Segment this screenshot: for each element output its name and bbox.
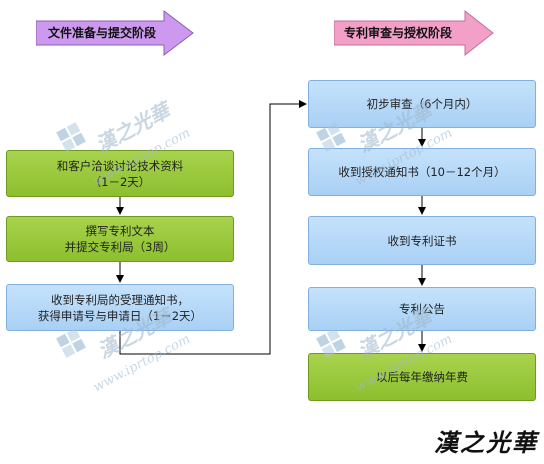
- step-draft-and-file-line1: 撰写专利文本: [85, 224, 155, 238]
- watermark-mark-icon: [316, 328, 346, 358]
- step-patent-certificate: 收到专利证书: [308, 216, 536, 265]
- watermark-mark-icon: [56, 122, 86, 152]
- arrow-phase-transition: [119, 100, 307, 355]
- left-phase-title: 文件准备与提交阶段: [48, 26, 157, 40]
- right-phase-banner: 专利审查与授权阶段: [334, 10, 494, 56]
- step-client-consultation: 和客户洽谈讨论技术资料 （1－2天）: [6, 150, 234, 197]
- step-annual-fees-line1: 以后每年缴纳年费: [376, 370, 468, 384]
- step-draft-and-file: 撰写专利文本 并提交专利局（3周）: [6, 216, 234, 262]
- step-preliminary-exam: 初步审查（6个月内）: [308, 80, 536, 128]
- watermark-mark-icon: [56, 328, 86, 358]
- step-patent-certificate-line1: 收到专利证书: [387, 233, 457, 248]
- left-phase-banner: 文件准备与提交阶段: [36, 10, 194, 56]
- step-filing-receipt: 收到专利局的受理通知书， 获得申请号与申请日（1－2天）: [6, 284, 234, 331]
- step-grant-notice-line1: 收到授权通知书（10－12个月）: [338, 165, 506, 179]
- step-client-consultation-line2: （1－2天）: [89, 174, 151, 189]
- step-client-consultation-line1: 和客户洽谈讨论技术资料: [56, 158, 184, 173]
- step-filing-receipt-line2: 获得申请号与申请日（1－2天）: [37, 308, 203, 323]
- step-patent-announcement-line1: 专利公告: [399, 302, 445, 316]
- step-annual-fees: 以后每年缴纳年费: [308, 353, 536, 401]
- brand-signature: 漢之光華: [434, 428, 538, 457]
- left-phase-arrow-shape: [36, 10, 194, 56]
- step-draft-and-file-line2: 并提交专利局（3周）: [64, 240, 176, 254]
- watermark-mark-icon: [316, 122, 346, 152]
- right-phase-arrow-shape: [334, 10, 494, 56]
- step-grant-notice: 收到授权通知书（10－12个月）: [308, 148, 536, 196]
- step-patent-announcement: 专利公告: [308, 287, 536, 331]
- step-filing-receipt-line1: 收到专利局的受理通知书，: [50, 292, 189, 307]
- right-phase-title: 专利审查与授权阶段: [344, 26, 453, 40]
- step-preliminary-exam-line1: 初步审查（6个月内）: [366, 97, 478, 111]
